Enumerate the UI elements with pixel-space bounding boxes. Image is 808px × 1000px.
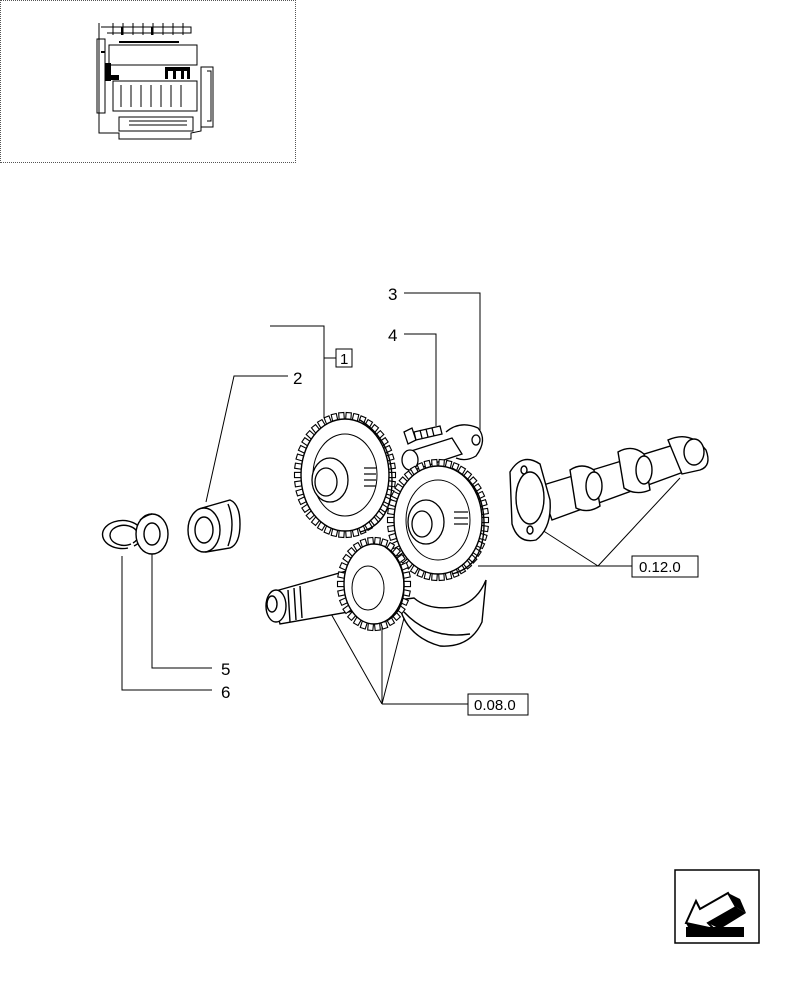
engine-thumbnail-icon [96,23,214,140]
idler-gear-right [386,458,490,582]
ref-b-box [467,693,529,716]
group-1-box [335,348,353,368]
washer [135,513,169,555]
bolt [403,425,443,445]
ref-a-box [631,555,699,578]
next-page-arrow-icon [674,869,760,944]
label-part-3: 3 [388,285,397,304]
label-group-1: 1 [340,351,348,368]
bushing [187,499,241,553]
next-page-button[interactable] [674,869,760,944]
label-part-4: 4 [388,326,397,345]
crankshaft [265,569,487,647]
engine-thumbnail [0,0,296,163]
camshaft [509,436,709,542]
label-part-5: 5 [221,660,230,679]
crankshaft-gear [336,536,412,632]
reference-b[interactable]: 0.08.0 [474,697,516,714]
label-part-6: 6 [221,683,230,702]
leader-lines [121,292,681,705]
label-part-2: 2 [293,369,302,388]
idler-gear-left [293,411,397,539]
reference-a[interactable]: 0.12.0 [639,559,681,576]
idler-pin [401,424,484,471]
